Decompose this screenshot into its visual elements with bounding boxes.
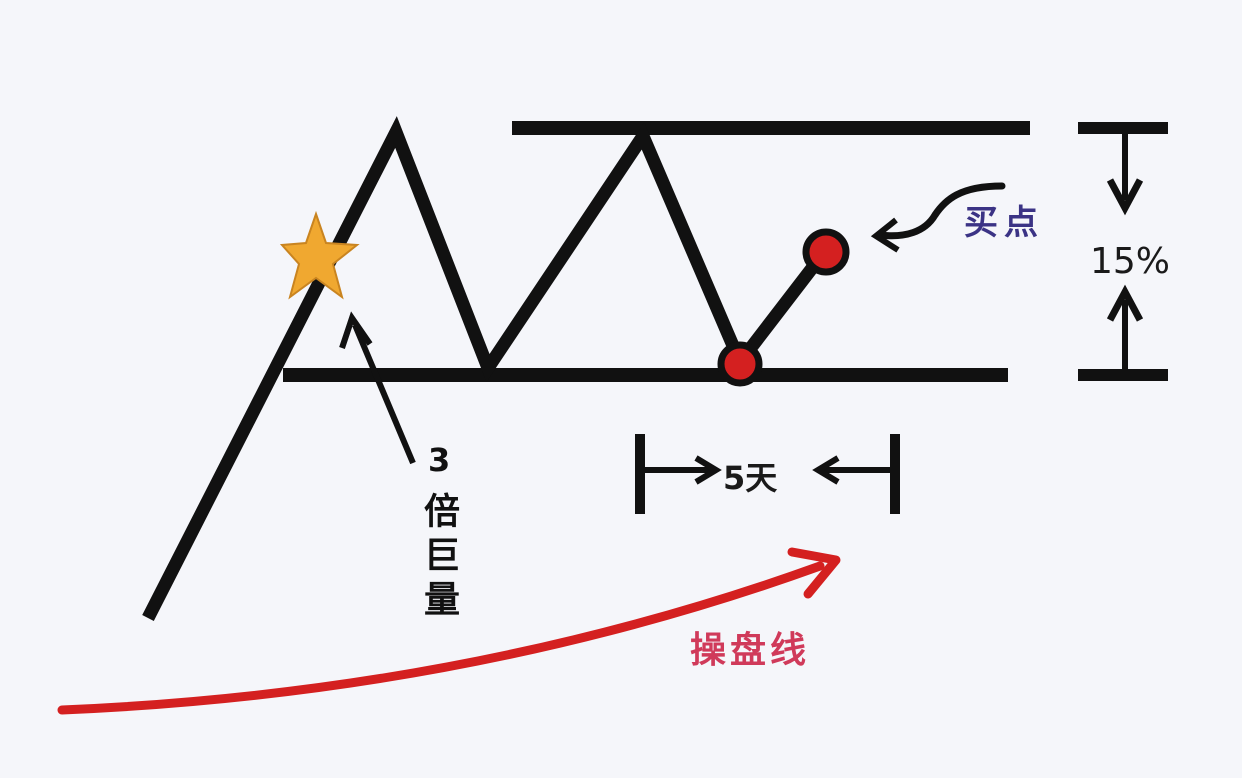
range-percent-label: 15% (1090, 241, 1171, 282)
price-path (142, 116, 832, 621)
volume-multiplier-label: 3 (428, 441, 451, 479)
range-indicator (1078, 122, 1168, 381)
buy-point-pointer-arrow-icon (870, 182, 1006, 253)
days-indicator (635, 434, 900, 514)
volume-pointer-arrow-icon (339, 311, 416, 465)
control-line-arrow-icon (57, 547, 841, 715)
buy-point-dot (802, 228, 850, 276)
control-line-label: 操盘线 (690, 630, 811, 671)
volume-text-label: 倍巨量 (418, 492, 459, 624)
star-icon (279, 210, 360, 300)
support-touch-dot (717, 341, 763, 387)
days-label: 5天 (723, 459, 778, 497)
buy-point-label: 买点 (964, 203, 1044, 243)
